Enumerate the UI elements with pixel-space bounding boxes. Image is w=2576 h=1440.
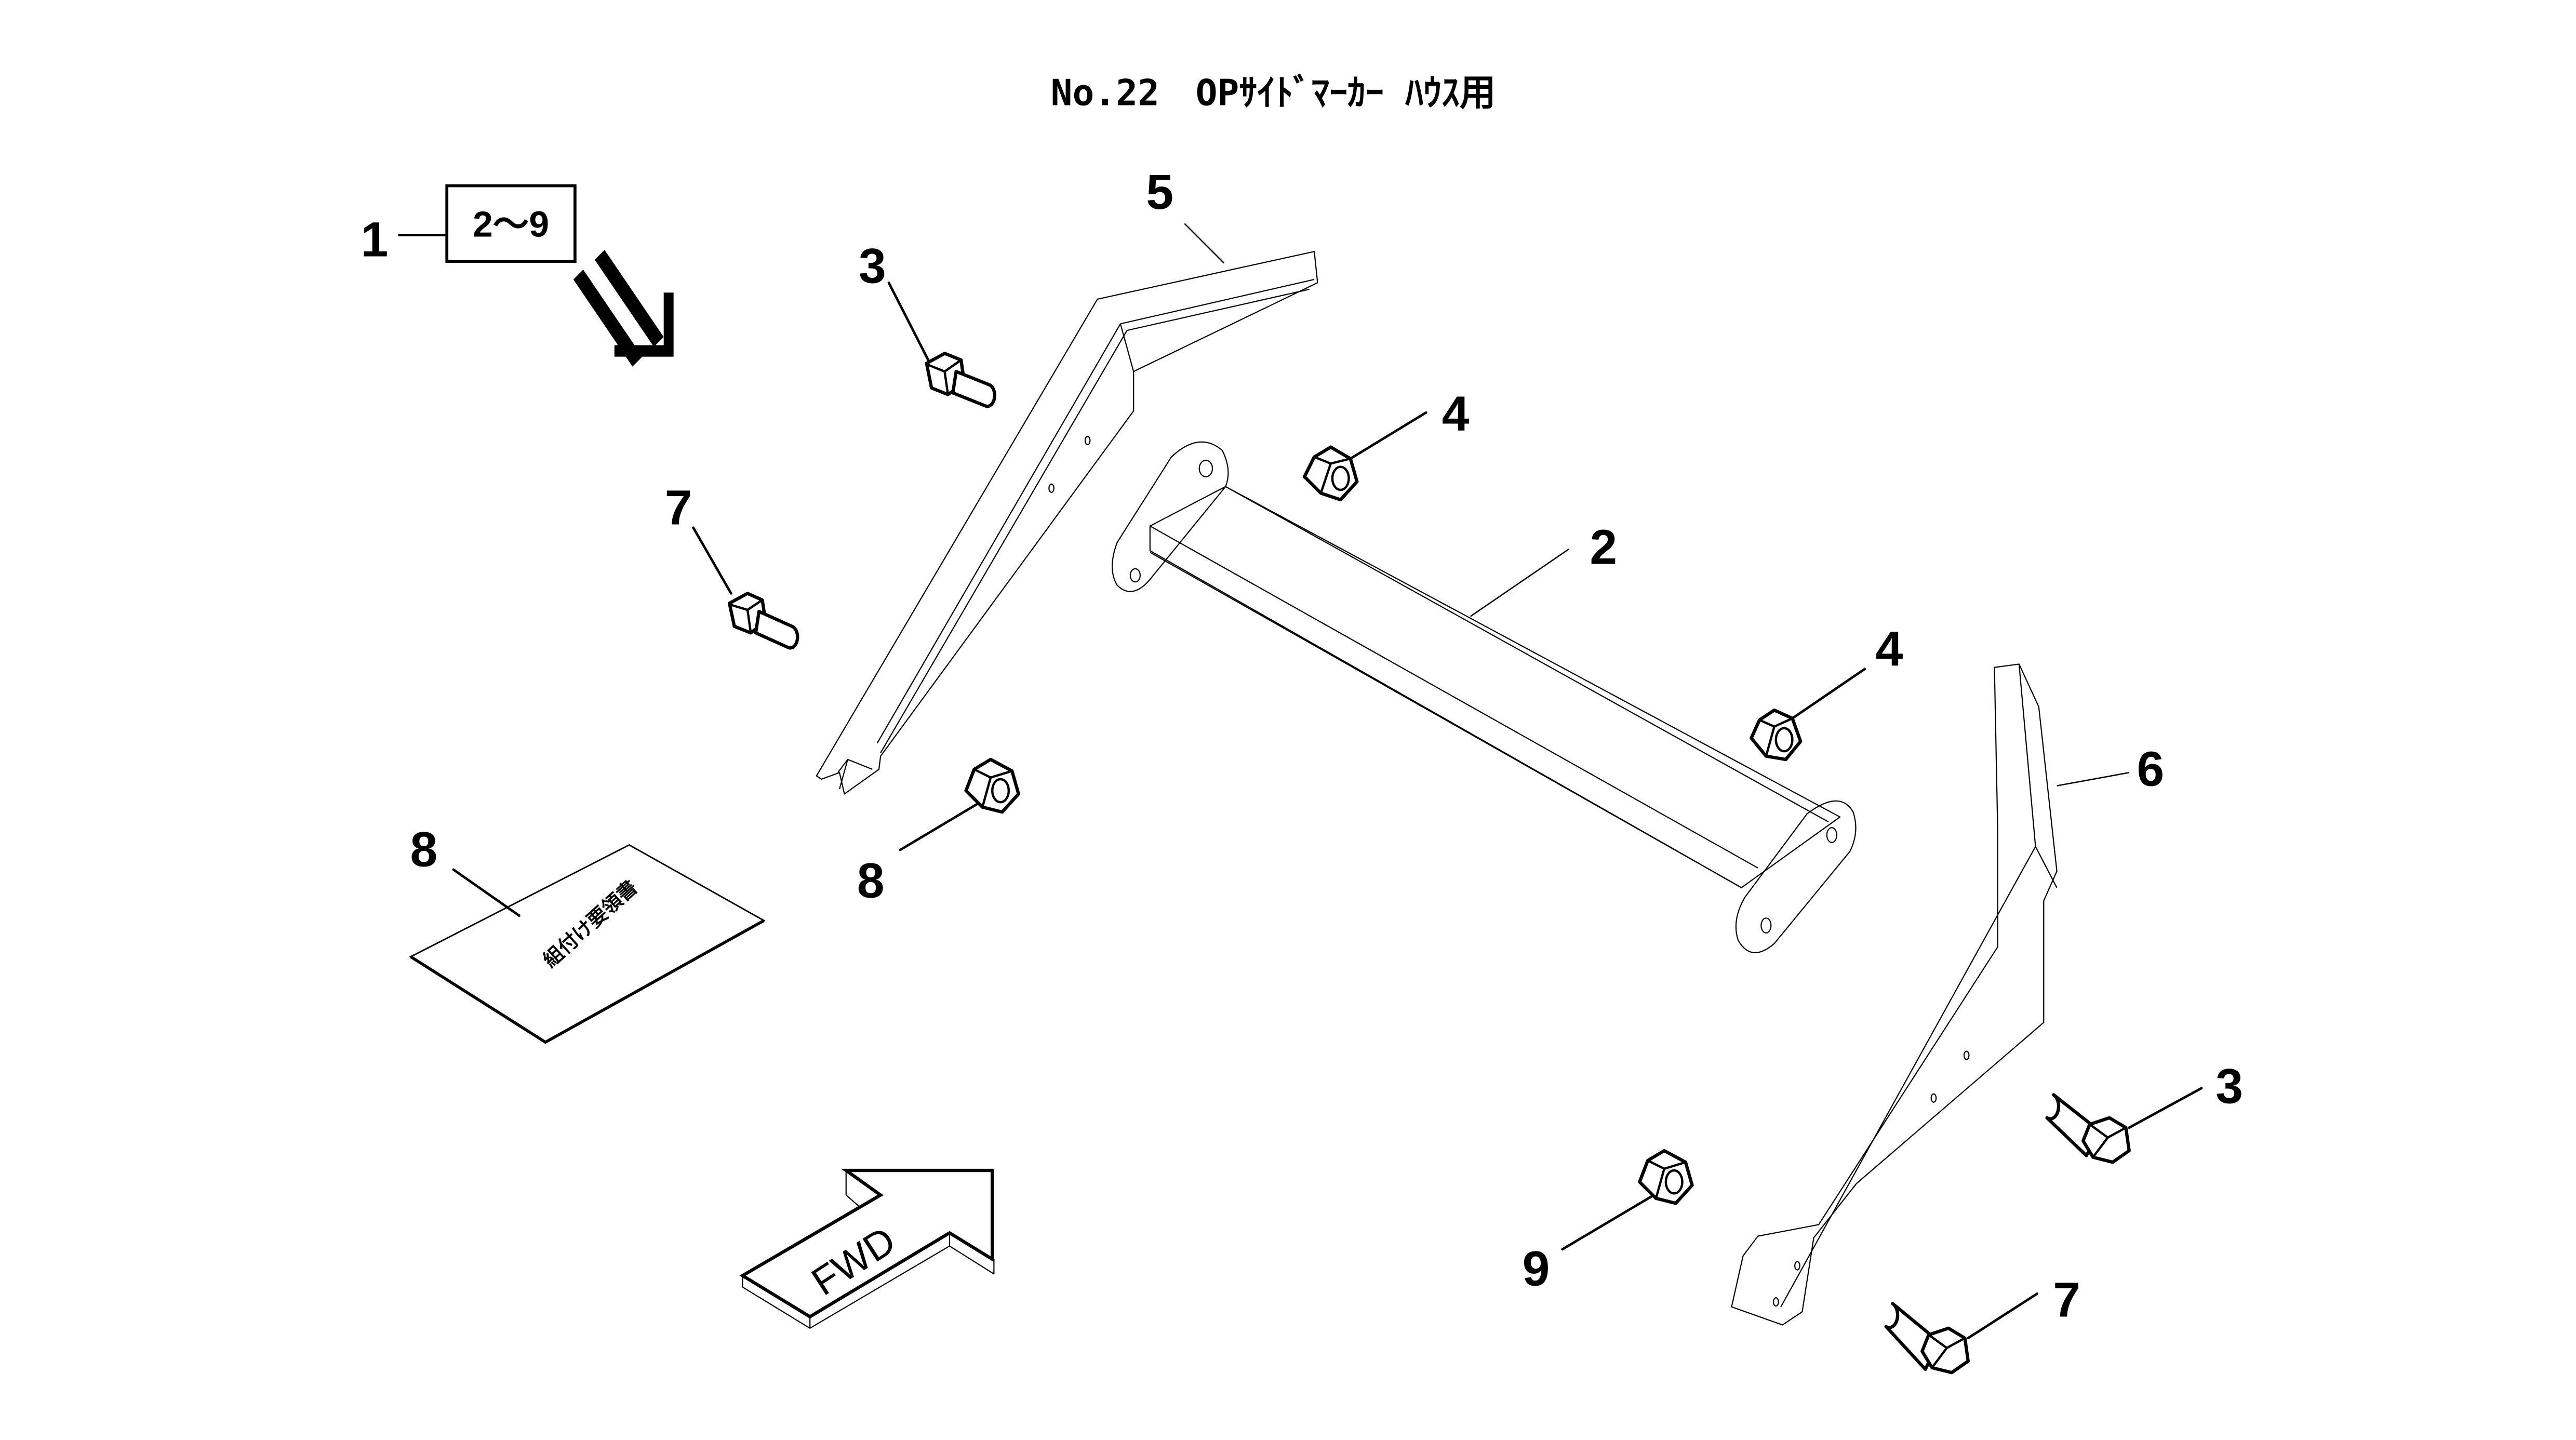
bolt-right: 3 [2045, 1059, 2243, 1164]
callout-label-4b: 4 [1876, 622, 1903, 677]
callout-label-8a: 8 [857, 854, 885, 909]
callout-leader-2 [1470, 548, 1570, 617]
double-line-arrow-down-right-icon [573, 249, 674, 367]
nut-right: 9 [1523, 1149, 1694, 1297]
assembly-range-label: 2〜9 [473, 204, 549, 245]
callout-leader-7b [1967, 1292, 2039, 1340]
callout-label-9: 8 [410, 822, 438, 877]
bracket-hole [1772, 1297, 1779, 1307]
callout-leader-7a [692, 526, 732, 595]
callout-leader-6 [2057, 772, 2129, 786]
fwd-arrow-icon: FWD [739, 1168, 995, 1329]
left-bracket: 5 [816, 165, 1318, 795]
flange-left [1111, 441, 1229, 592]
callout-label-4a: 4 [1442, 386, 1470, 442]
callout-label-2: 2 [1590, 519, 1617, 575]
callout-leader-3b [2128, 1087, 2203, 1129]
callout-leader-3a [887, 281, 930, 362]
flange-right [1735, 800, 1857, 953]
bracket-hole [1048, 483, 1055, 493]
callout-label-5: 5 [1146, 165, 1173, 220]
callout-leader-5 [1184, 223, 1225, 264]
nut-left: 8 [857, 757, 1020, 909]
callout-leader-8b [1561, 1195, 1652, 1251]
instruction-sheet: 組付け要領書 8 [409, 822, 766, 1044]
callout-label-7a: 7 [665, 480, 692, 535]
bracket-hole [1084, 436, 1091, 446]
assembly-range-box [445, 184, 577, 263]
callout-leader-9 [452, 868, 520, 917]
callout-label-1: 1 [361, 212, 389, 268]
bracket-hole [1794, 1261, 1800, 1271]
bracket-hole [1963, 1050, 1970, 1060]
assembly-callout: 1 2〜9 [361, 184, 577, 268]
bolt-left-lower: 7 [665, 480, 799, 650]
right-bracket: 6 [1731, 663, 2164, 1326]
bracket-hole [1930, 1093, 1937, 1103]
nut-lower: 4 [1750, 622, 1903, 762]
bolt-right-lower: 7 [1884, 1273, 2080, 1375]
callout-label-8b: 9 [1523, 1242, 1550, 1297]
diagram-title: No.22 OPｻｲﾄﾞﾏｰｶｰ ﾊｳｽ用 [1051, 72, 1496, 114]
callout-leader-8a [899, 803, 979, 851]
callout-label-3a: 3 [859, 238, 886, 294]
bolt-left: 3 [859, 238, 996, 408]
callout-label-3b: 3 [2215, 1059, 2243, 1114]
callout-leader-4a [1349, 411, 1427, 460]
cross-beam-tube: 2 [1111, 441, 1857, 953]
nut-upper: 4 [1302, 386, 1470, 502]
callout-label-6: 6 [2137, 742, 2164, 797]
callout-leader-4b [1791, 668, 1866, 720]
callout-label-7b: 7 [2053, 1273, 2080, 1328]
